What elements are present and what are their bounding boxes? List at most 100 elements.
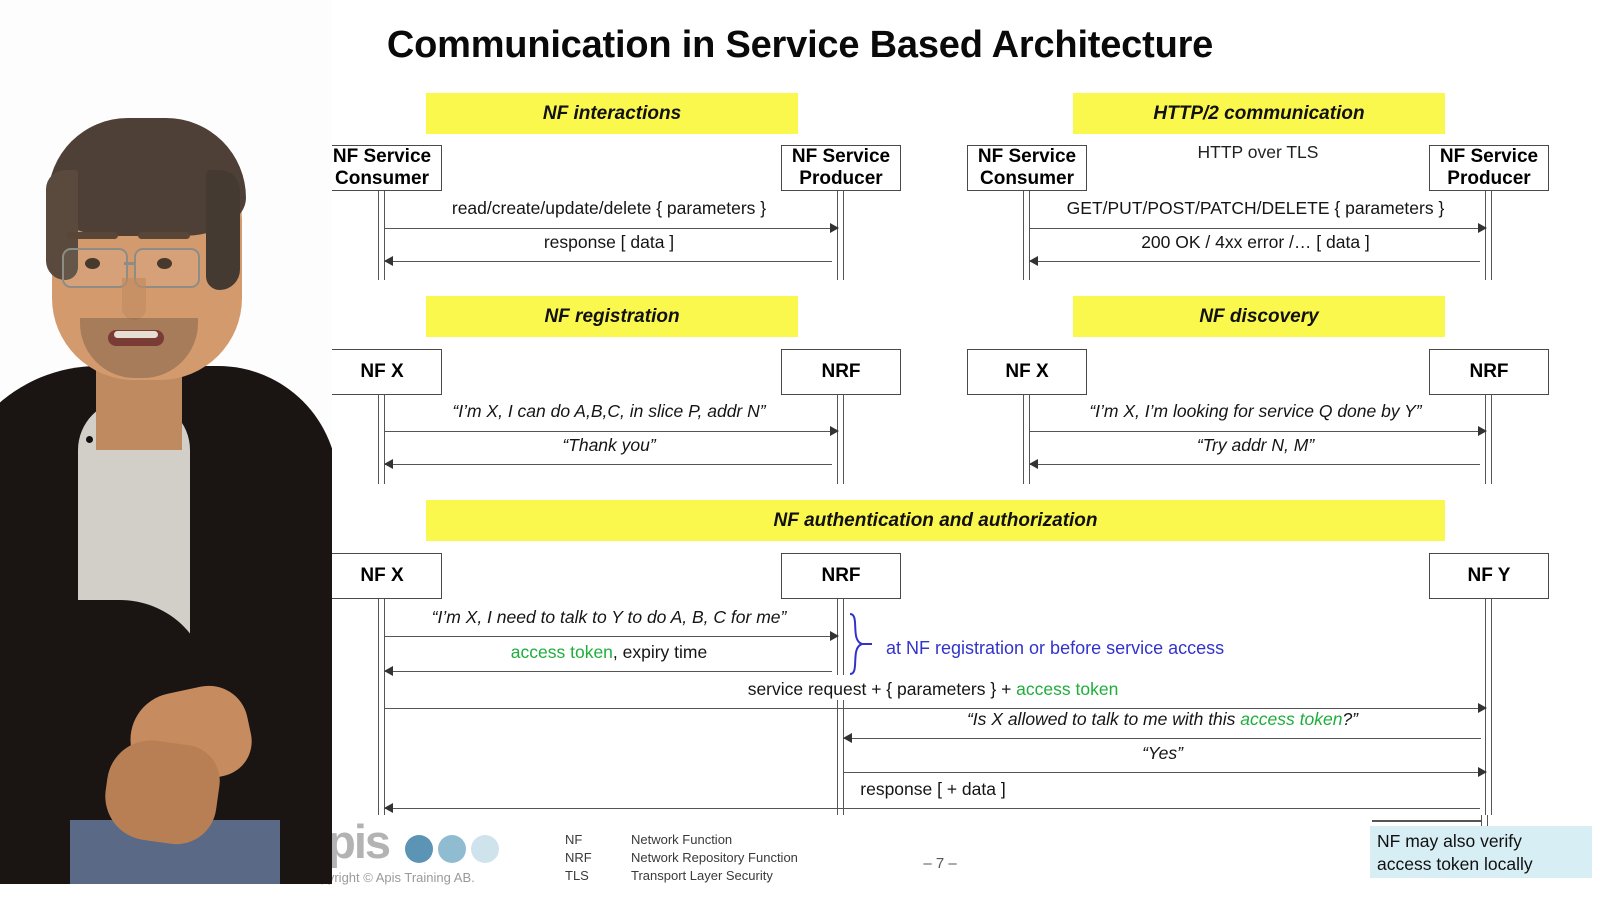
actor-label-line2: Producer: [1447, 168, 1531, 189]
legend-row: TLS Transport Layer Security: [565, 868, 798, 886]
page-number: – 7 –: [923, 855, 957, 872]
presenter-eyebrow-left: [66, 232, 118, 239]
lifeline-right-2: [1485, 191, 1492, 280]
lifeline-left-2: [1023, 191, 1030, 280]
message-label-3-1: “I’m X, I can do A,B,C, in slice P, addr…: [452, 401, 766, 421]
message-arrow-auth-1: [385, 636, 832, 637]
message-label-1-2: response [ data ]: [543, 232, 675, 252]
actor-label: NF X: [360, 564, 404, 586]
arrowhead-right: [830, 426, 839, 436]
note-box-verify-token: NF may also verify access token locally: [1370, 826, 1592, 878]
presenter-glasses-bridge: [124, 262, 136, 265]
legend-expansion: Network Repository Function: [631, 849, 798, 865]
page-title: Communication in Service Based Architect…: [386, 24, 1214, 66]
lifeline-left-1: [378, 191, 385, 280]
arrowhead-left: [843, 733, 852, 743]
arrowhead-left: [384, 803, 393, 813]
presenter-eyebrow-right: [138, 232, 190, 239]
message-label-auth-4: “Is X allowed to talk to me with this ac…: [844, 709, 1481, 730]
sublabel-http-over-tls: HTTP over TLS: [1197, 142, 1319, 162]
presenter-teeth: [114, 331, 158, 338]
arrowhead-right: [1478, 767, 1487, 777]
banner-nf-interactions: NF interactions: [426, 93, 798, 134]
actor-label-line2: Consumer: [335, 168, 429, 189]
message-arrow-1-1: [385, 228, 832, 229]
actor-box-nf-service-producer-1: NF Service Producer: [781, 145, 901, 191]
legend-abbr: TLS: [565, 867, 589, 883]
message-label-2-1: GET/PUT/POST/PATCH/DELETE { parameters }: [1066, 198, 1445, 218]
legend-row: NF Network Function: [565, 832, 798, 850]
lifeline-nf-x-auth: [378, 599, 385, 815]
actor-label-line1: NF Service: [977, 145, 1077, 167]
arrowhead-left: [384, 459, 393, 469]
lifeline-left-4: [1023, 395, 1030, 484]
note-connector-stub: [1481, 815, 1488, 829]
message-label-4-2: “Try addr N, M”: [1196, 435, 1315, 455]
actor-label-line1: NF Service: [1439, 145, 1539, 167]
banner-nf-registration: NF registration: [426, 296, 798, 337]
banner-nf-authentication: NF authentication and authorization: [426, 500, 1445, 541]
message-arrow-auth-6: [385, 808, 1480, 809]
message-arrow-auth-4: [844, 738, 1481, 739]
message-arrow-auth-2: [385, 671, 832, 672]
message-label-1-1: read/create/update/delete { parameters }: [451, 198, 767, 218]
request-text: service request + { parameters } +: [747, 679, 1017, 699]
actor-box-nf-x-discovery: NF X: [967, 349, 1087, 395]
arrowhead-left: [384, 666, 393, 676]
actor-box-nrf-auth: NRF: [781, 553, 901, 599]
note-line-1: NF may also verify: [1377, 831, 1522, 851]
message-arrow-auth-5: [844, 772, 1480, 773]
actor-label: NRF: [821, 360, 861, 382]
arrowhead-left: [1029, 256, 1038, 266]
message-label-auth-3: service request + { parameters } + acces…: [385, 679, 1481, 700]
note-connector-horizontal: [1372, 820, 1486, 822]
legend-expansion: Network Function: [631, 832, 733, 847]
annotation-at-nf-registration: at NF registration or before service acc…: [886, 638, 1225, 658]
actor-label: NF X: [360, 360, 404, 382]
token-text: access token: [1016, 679, 1119, 699]
actor-label-line2: Consumer: [980, 168, 1074, 189]
abbreviation-legend: NF Network Function NRF Network Reposito…: [565, 832, 798, 886]
actor-box-nf-x-auth: NF X: [322, 553, 442, 599]
arrowhead-left: [1029, 459, 1038, 469]
message-label-4-1: “I’m X, I’m looking for service Q done b…: [1089, 401, 1422, 421]
actor-box-nf-x-registration: NF X: [322, 349, 442, 395]
lifeline-nrf-auth-2: [837, 700, 844, 815]
lifeline-left-3: [378, 395, 385, 484]
arrowhead-right: [830, 223, 839, 233]
presenter-video-overlay: [0, 0, 332, 884]
actor-box-nf-service-consumer-1: NF Service Consumer: [322, 145, 442, 191]
message-arrow-1-2: [385, 261, 832, 262]
message-label-auth-5: “Yes”: [1142, 743, 1183, 763]
message-label-3-2: “Thank you”: [562, 435, 656, 455]
message-label-2-2: 200 OK / 4xx error /… [ data ]: [1141, 232, 1370, 252]
actor-label-line1: NF Service: [332, 145, 432, 167]
copyright-text: Copyright © Apis Training AB.: [304, 870, 475, 885]
presenter-eye-left: [85, 258, 100, 269]
annotation-brace: [849, 613, 872, 675]
legend-abbr: NRF: [565, 849, 592, 865]
actor-box-nrf-discovery: NRF: [1429, 349, 1549, 395]
banner-nf-discovery: NF discovery: [1073, 296, 1445, 337]
logo-dot-3: [471, 835, 499, 863]
question-tail: ?”: [1342, 709, 1358, 729]
note-line-2: access token locally: [1377, 854, 1533, 875]
actor-label: NRF: [1469, 360, 1509, 382]
arrowhead-left: [384, 256, 393, 266]
legend-expansion: Transport Layer Security: [631, 867, 773, 883]
message-arrow-4-2: [1030, 464, 1480, 465]
presenter-eye-right: [157, 258, 172, 269]
legend-abbr: NF: [565, 832, 583, 847]
actor-box-nf-service-consumer-2: NF Service Consumer: [967, 145, 1087, 191]
message-arrow-4-1: [1030, 431, 1480, 432]
message-arrow-3-2: [385, 464, 832, 465]
actor-box-nrf-registration: NRF: [781, 349, 901, 395]
message-arrow-2-1: [1030, 228, 1480, 229]
arrowhead-right: [830, 631, 839, 641]
message-label-auth-2: access token, expiry time: [385, 642, 833, 663]
actor-label-line2: Producer: [799, 168, 883, 189]
actor-label-line1: NF Service: [791, 145, 891, 167]
presenter-lapel-microphone: [86, 436, 93, 443]
lifeline-right-4: [1485, 395, 1492, 484]
